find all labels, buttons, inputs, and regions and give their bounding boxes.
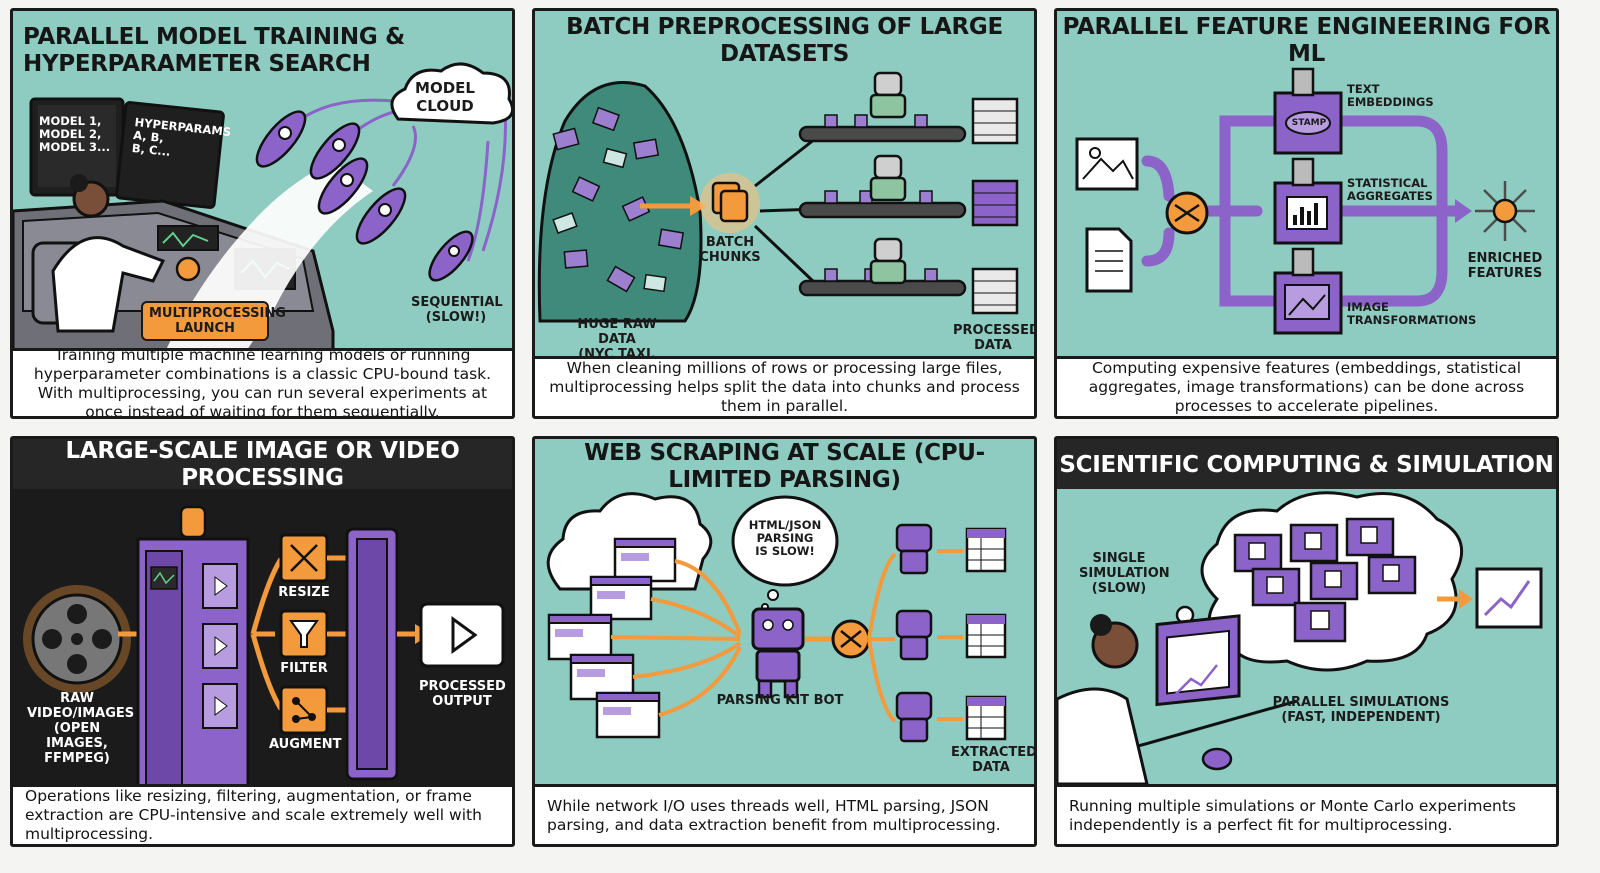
robot-icon: [895, 691, 933, 743]
robot-icon: [869, 71, 907, 119]
resize-label: RESIZE: [278, 585, 330, 600]
sequential-label: SEQUENTIAL (SLOW!): [411, 295, 503, 325]
screen-models-label: MODEL 1, MODEL 2, MODEL 3...: [39, 114, 111, 154]
robot-icon: [869, 154, 907, 202]
statistical-aggregates-label: STATISTICAL AGGREGATES: [1347, 176, 1433, 203]
browser-window-icon: [589, 575, 653, 621]
parsing-slow-bubble: HTML/JSON PARSING IS SLOW!: [748, 518, 822, 558]
computer-monitor-icon: [29, 97, 125, 197]
augment-icon: [279, 685, 329, 735]
panel-title: SCIENTIFIC COMPUTING & SIMULATION: [1059, 451, 1554, 478]
rocket-icon: [255, 110, 307, 168]
panel-title: LARGE-SCALE IMAGE OR VIDEO PROCESSING: [65, 438, 460, 491]
machine-box-icon: [1273, 157, 1343, 245]
image-transformations-label: IMAGE TRANSFORMATIONS: [1347, 300, 1477, 327]
resize-icon: [279, 533, 329, 583]
text-embeddings-label: TEXT EMBEDDINGS: [1347, 82, 1434, 109]
table-icon: [965, 527, 1007, 573]
chart-up-icon: [1475, 567, 1543, 629]
data-stack-icon: [971, 97, 1019, 145]
chunks-icon: [700, 173, 760, 233]
image-video-illustration: [23, 505, 505, 801]
panel-feature-engineering: PARALLEL FEATURE ENGINEERING FOR ML TEXT…: [1054, 8, 1559, 419]
model-training-illustration: [13, 62, 512, 358]
star-burst-icon: [1475, 181, 1535, 241]
stamp-label: STAMP: [1291, 118, 1327, 128]
title-band: [13, 439, 512, 489]
machine-box-icon: [1273, 67, 1343, 155]
filter-label: FILTER: [280, 661, 328, 676]
enriched-features-label: ENRICHED FEATURES: [1467, 251, 1543, 281]
extracted-data-label: EXTRACTED DATA: [951, 745, 1037, 775]
browser-window-icon: [613, 537, 677, 583]
title-band: [1057, 439, 1556, 489]
cloud-icon: [390, 62, 512, 125]
model-cloud-label: MODEL CLOUD: [415, 79, 475, 115]
browser-window-icon: [547, 613, 613, 661]
processed-data-label: PROCESSED DATA: [953, 323, 1037, 353]
multiprocessing-launch-button: MULTIPROCESSING LAUNCH: [141, 301, 286, 341]
scientist-icon: [1057, 614, 1233, 786]
filter-icon: [279, 609, 329, 659]
scientific-computing-illustration: [1057, 491, 1543, 786]
panel-title: WEB SCRAPING AT SCALE (CPU-LIMITED PARSI…: [584, 440, 985, 493]
rocket-icon: [355, 187, 407, 245]
shuffle-icon: [831, 619, 871, 659]
play-icon: [419, 602, 505, 668]
robot-icon: [895, 523, 933, 575]
scientist-icon: [31, 174, 166, 333]
shuffle-icon: [1165, 191, 1209, 235]
panel-model-training: PARALLEL MODEL TRAINING & HYPERPARAMETER…: [10, 8, 515, 419]
film-reel-icon: [23, 585, 131, 693]
panel-title: PARALLEL MODEL TRAINING & HYPERPARAMETER…: [23, 24, 405, 77]
augment-label: AUGMENT: [269, 737, 342, 752]
table-icon: [965, 613, 1007, 659]
data-stack-icon: [971, 267, 1019, 315]
conveyor-belt-icon: [798, 125, 967, 297]
panel-web-scraping: WEB SCRAPING AT SCALE (CPU-LIMITED PARSI…: [532, 436, 1037, 847]
panel-caption: While network I/O uses threads well, HTM…: [535, 784, 1034, 844]
panel-caption: When cleaning millions of rows or proces…: [535, 356, 1034, 416]
panel-title: BATCH PREPROCESSING OF LARGE DATASETS: [566, 14, 1003, 67]
panel-scientific-computing: SCIENTIFIC COMPUTING & SIMULATION SINGLE…: [1054, 436, 1559, 847]
raw-video-label: RAW VIDEO/IMAGES (OPEN IMAGES, FFMPEG): [27, 691, 135, 766]
browser-window-icon: [595, 691, 661, 739]
panel-caption: Running multiple simulations or Monte Ca…: [1057, 784, 1556, 844]
robot-icon: [869, 237, 907, 285]
rocket-icon: [317, 157, 369, 215]
panel-caption: Operations like resizing, filtering, aug…: [13, 784, 512, 844]
robot-icon: [895, 609, 933, 661]
robot-icon: [751, 607, 805, 699]
panel-batch-preprocessing: BATCH PREPROCESSING OF LARGE DATASETS HU…: [532, 8, 1037, 419]
processed-output-label: PROCESSED OUTPUT: [419, 679, 506, 709]
rocket-icon: [309, 122, 361, 180]
table-icon: [965, 695, 1007, 741]
panel-caption: Training multiple machine learning model…: [13, 346, 512, 416]
rocket-icon: [428, 230, 474, 282]
paper-pile-icon: [537, 81, 703, 323]
data-stack-icon: [971, 179, 1019, 227]
feature-engineering-illustration: [1075, 67, 1535, 335]
batch-preprocessing-illustration: [537, 71, 1019, 323]
panel-image-video-processing: LARGE-SCALE IMAGE OR VIDEO PROCESSING RA…: [10, 436, 515, 847]
parsing-kit-bot-label: PARSING KIT BOT: [716, 693, 844, 708]
document-icon: [1085, 227, 1133, 293]
parallel-simulations-label: PARALLEL SIMULATIONS (FAST, INDEPENDENT): [1272, 695, 1450, 725]
web-scraping-illustration: [546, 492, 1007, 743]
machine-box-icon: [1273, 247, 1343, 335]
image-icon: [1075, 137, 1139, 191]
server-tower-icon: [136, 505, 250, 801]
panel-caption: Computing expensive features (embeddings…: [1057, 356, 1556, 416]
single-simulation-label: SINGLE SIMULATION (SLOW): [1079, 551, 1170, 596]
panel-title: PARALLEL FEATURE ENGINEERING FOR ML: [1062, 14, 1551, 67]
batch-chunks-label: BATCH CHUNKS: [699, 235, 761, 265]
